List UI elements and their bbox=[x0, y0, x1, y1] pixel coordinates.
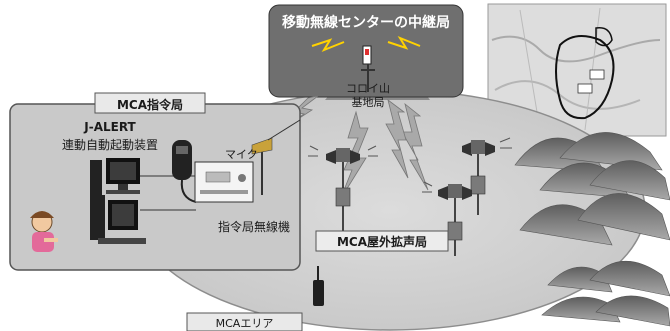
jalert-label-line1: J-ALERT bbox=[84, 120, 136, 134]
mca-area-label-box bbox=[186, 312, 303, 331]
loudspeaker-mast-icon bbox=[462, 137, 512, 215]
outdoor-speaker-label: MCA屋外拡声局 bbox=[336, 235, 428, 249]
command-station-title: MCA指令局 bbox=[116, 98, 184, 112]
operator-person-icon bbox=[30, 211, 58, 252]
microphone-icon bbox=[172, 140, 197, 203]
base-station-label-line1: コロイ山 bbox=[346, 82, 390, 95]
command-station-panel bbox=[9, 92, 301, 271]
loudspeaker-mast-icon bbox=[422, 181, 472, 256]
command-radio-label: 指令局無線機 bbox=[218, 220, 291, 234]
jalert-label-line2: 連動自動起動装置 bbox=[61, 138, 158, 152]
mca-area-label: MCAエリア bbox=[215, 317, 274, 330]
antenna-icon bbox=[251, 119, 301, 195]
mountain-icon bbox=[514, 132, 670, 327]
relay-station-box bbox=[268, 4, 464, 98]
microphone-label: マイク bbox=[225, 148, 258, 161]
handheld-radio-icon bbox=[313, 266, 324, 306]
antenna-icon bbox=[361, 64, 375, 92]
loudspeaker-mast-icon bbox=[308, 145, 378, 236]
base-station-label-line2: 基地局 bbox=[351, 96, 385, 109]
outdoor-speaker-label-box bbox=[315, 230, 449, 252]
computer-icon bbox=[90, 158, 146, 244]
relay-station-title: 移動無線センターの中継局 bbox=[282, 15, 450, 31]
radio-unit-icon bbox=[194, 161, 254, 203]
